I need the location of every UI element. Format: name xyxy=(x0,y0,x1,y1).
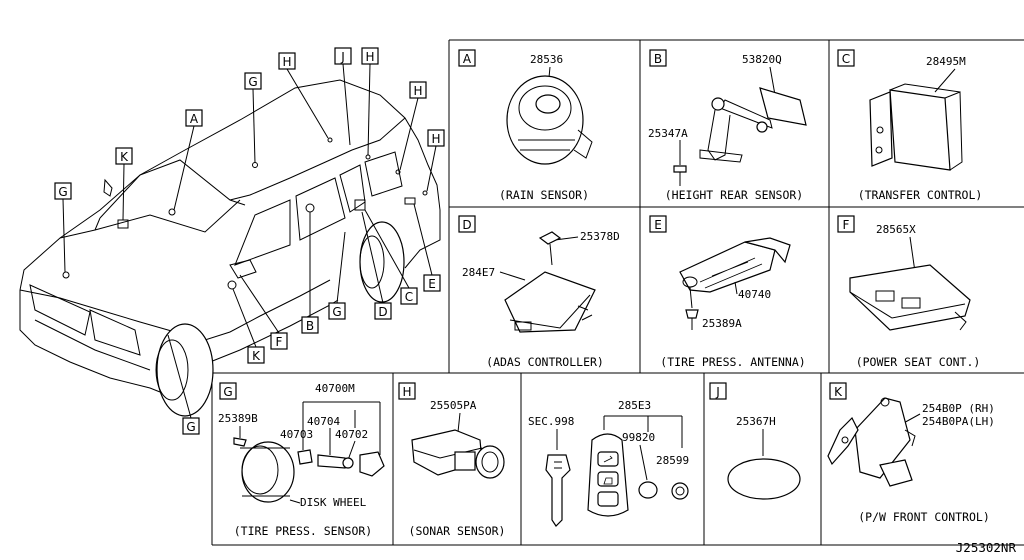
panel-tire-press-antenna: E 40740 25389A (TIRE PRESS. ANTENNA) xyxy=(649,215,806,369)
callout-J: J xyxy=(340,50,345,64)
callout-F: F xyxy=(276,335,283,349)
callout-H4: H xyxy=(431,132,440,146)
diagram-code: J25302NR xyxy=(956,540,1017,555)
panel-letter-E: E xyxy=(654,218,662,232)
part-40702: 40702 xyxy=(335,428,368,441)
panel-letter-B: B xyxy=(654,52,662,66)
part-sec-998: SEC.998 xyxy=(528,415,574,428)
part-25378D: 25378D xyxy=(580,230,620,243)
callout-C: C xyxy=(405,290,413,304)
callout-G2: G xyxy=(58,185,67,199)
rain-sensor-body xyxy=(506,75,584,165)
panel-grid xyxy=(211,39,1024,546)
panel-letter-H: H xyxy=(402,385,411,399)
part-53820Q: 53820Q xyxy=(742,53,782,66)
callout-K1: K xyxy=(120,150,129,164)
callout-H3: H xyxy=(413,84,422,98)
part-285E3: 285E3 xyxy=(618,399,651,412)
part-25505PA: 25505PA xyxy=(430,399,477,412)
transfer-control-unit xyxy=(889,89,951,171)
callout-H2: H xyxy=(365,50,374,64)
part-40700M: 40700M xyxy=(315,382,355,395)
disk-wheel xyxy=(241,441,295,503)
mechanical-key xyxy=(545,454,571,527)
panel-sonar-sensor: H 25505PA (SONAR SENSOR) xyxy=(398,382,506,538)
callout-E: E xyxy=(428,277,436,291)
vehicle-overview xyxy=(19,79,441,417)
panel-j: J 25367H xyxy=(709,382,801,500)
disk-wheel-label: DISK WHEEL xyxy=(300,496,367,509)
callout-G4: G xyxy=(186,420,195,434)
part-284E7: 284E7 xyxy=(462,266,495,279)
antenna-unit xyxy=(679,241,776,293)
caption-power-seat-cont: (POWER SEAT CONT.) xyxy=(856,355,981,369)
callout-A: A xyxy=(190,112,199,126)
vehicle-callouts: A G H J H H H K G E C D xyxy=(54,47,445,435)
panel-pw-front-control: K 254B0P (RH) 254B0PA(LH) (P/W FRONT CON… xyxy=(827,382,995,524)
part-99820: 99820 xyxy=(622,431,655,444)
callout-H1: H xyxy=(282,55,291,69)
part-254B0PA-LH: 254B0PA(LH) xyxy=(922,415,995,428)
panel-letter-G: G xyxy=(223,385,232,399)
caption-tire-press-sensor: (TIRE PRESS. SENSOR) xyxy=(234,524,372,538)
caption-transfer-control: (TRANSFER CONTROL) xyxy=(858,188,983,202)
panel-letter-D: D xyxy=(462,218,471,232)
adas-controller-unit xyxy=(504,271,596,333)
caption-rain-sensor: (RAIN SENSOR) xyxy=(499,188,589,202)
panel-height-rear-sensor: B 53820Q 25347A (HEIGHT REAR SENSOR) xyxy=(648,49,807,202)
caption-adas-controller: (ADAS CONTROLLER) xyxy=(486,355,604,369)
part-25367H: 25367H xyxy=(736,415,776,428)
caption-sonar-sensor: (SONAR SENSOR) xyxy=(409,524,506,538)
panel-letter-F: F xyxy=(843,218,850,232)
callout-B: B xyxy=(306,319,314,333)
callout-G1: G xyxy=(248,75,257,89)
callout-K2: K xyxy=(252,349,261,363)
caption-height-rear-sensor: (HEIGHT REAR SENSOR) xyxy=(665,188,803,202)
panel-power-seat-cont: F 28565X (POWER SEAT CONT.) xyxy=(837,215,981,369)
panel-letter-C: C xyxy=(842,52,850,66)
panel-tire-press-sensor: G 40700M 25389B 40704 40703 40702 DISK W… xyxy=(218,382,385,538)
part-40740: 40740 xyxy=(738,288,771,301)
panel-letter-K: K xyxy=(834,385,843,399)
panel-adas-controller: D 25378D 284E7 (ADAS CONTROLLER) xyxy=(458,215,620,369)
callout-G3: G xyxy=(332,305,341,319)
part-25367H-shape xyxy=(727,458,801,500)
height-sensor-unit xyxy=(759,87,807,126)
panel-transfer-control: C 28495M (TRANSFER CONTROL) xyxy=(837,49,983,202)
panel-rain-sensor: A 28536 (RAIN SENSOR) xyxy=(458,49,593,202)
part-254B0P-RH: 254B0P (RH) xyxy=(922,402,995,415)
callout-D: D xyxy=(378,305,387,319)
panel-letter-A: A xyxy=(463,52,472,66)
caption-pw-front-control: (P/W FRONT CONTROL) xyxy=(858,510,990,524)
part-40703: 40703 xyxy=(280,428,313,441)
part-25347A: 25347A xyxy=(648,127,688,140)
caption-tire-press-antenna: (TIRE PRESS. ANTENNA) xyxy=(660,355,805,369)
part-25389A: 25389A xyxy=(702,317,742,330)
part-28495M: 28495M xyxy=(926,55,966,68)
panel-letter-J: J xyxy=(715,385,720,399)
part-40704: 40704 xyxy=(307,415,340,428)
part-28565X: 28565X xyxy=(876,223,916,236)
part-28599: 28599 xyxy=(656,454,689,467)
part-28536: 28536 xyxy=(530,53,563,66)
part-25389B: 25389B xyxy=(218,412,258,425)
panel-intelligent-key: 285E3 SEC.998 99820 28599 xyxy=(528,399,689,527)
